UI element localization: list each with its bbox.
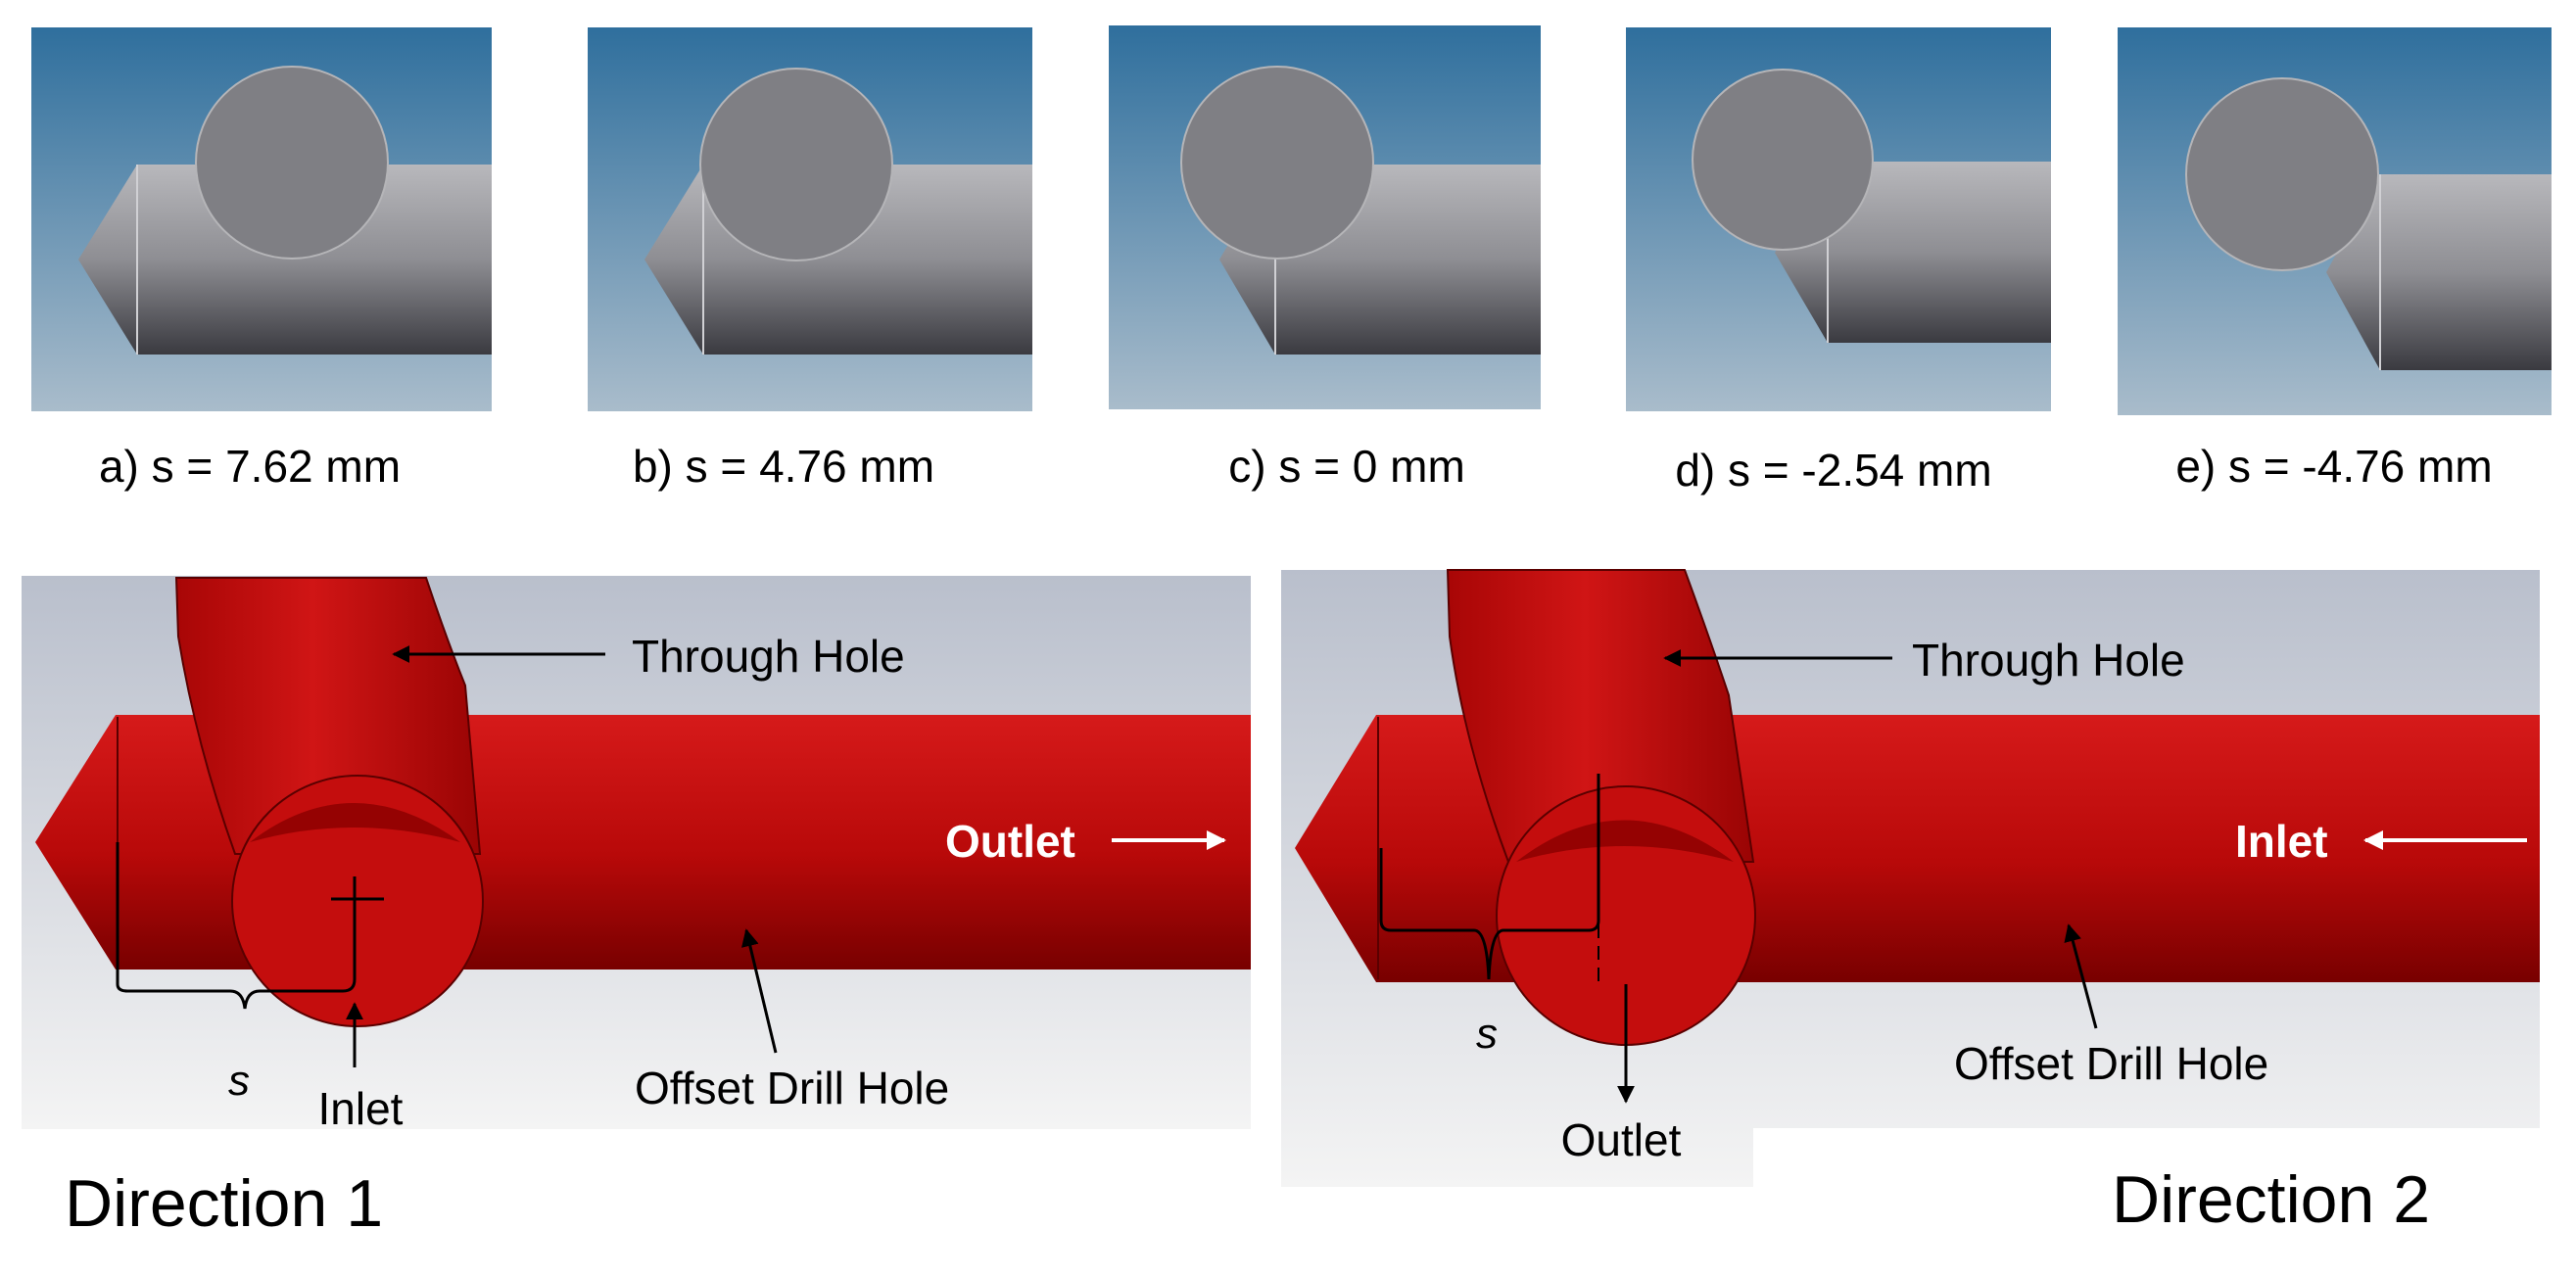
- direction2-offset-drill-hole-label: Offset Drill Hole: [1954, 1038, 2268, 1089]
- direction1-inlet-label: Inlet: [318, 1083, 404, 1134]
- direction1-panel: s Through Hole Outlet Offset Drill Hole …: [22, 576, 1251, 1134]
- caption-c: c) s = 0 mm: [1228, 441, 1465, 492]
- direction2-panel: s Through Hole Inlet Offset Drill Hole O…: [1281, 569, 2540, 1187]
- direction1-through-hole-label: Through Hole: [632, 631, 905, 682]
- caption-d: d) s = -2.54 mm: [1675, 445, 1991, 496]
- direction2-title: Direction 2: [2112, 1162, 2430, 1237]
- direction1-offset-drill-hole-label: Offset Drill Hole: [635, 1063, 949, 1113]
- direction2-outlet-label: Outlet: [1561, 1114, 1682, 1165]
- panel-c: c) s = 0 mm: [1109, 25, 1541, 492]
- direction1-outlet-label: Outlet: [945, 816, 1075, 867]
- direction2-through-hole-label: Through Hole: [1912, 635, 2185, 686]
- direction2-inlet-label: Inlet: [2235, 816, 2328, 867]
- caption-e: e) s = -4.76 mm: [2175, 441, 2492, 492]
- direction1-s-label: s: [228, 1057, 250, 1105]
- direction2-s-label: s: [1476, 1010, 1498, 1058]
- panel-e: e) s = -4.76 mm: [2118, 27, 2552, 492]
- panel-a: a) s = 7.62 mm: [31, 27, 492, 492]
- caption-b: b) s = 4.76 mm: [633, 441, 934, 492]
- panel-d: d) s = -2.54 mm: [1626, 27, 2051, 496]
- direction1-title: Direction 1: [65, 1166, 383, 1241]
- panel-b: b) s = 4.76 mm: [588, 27, 1032, 492]
- caption-a: a) s = 7.62 mm: [99, 441, 401, 492]
